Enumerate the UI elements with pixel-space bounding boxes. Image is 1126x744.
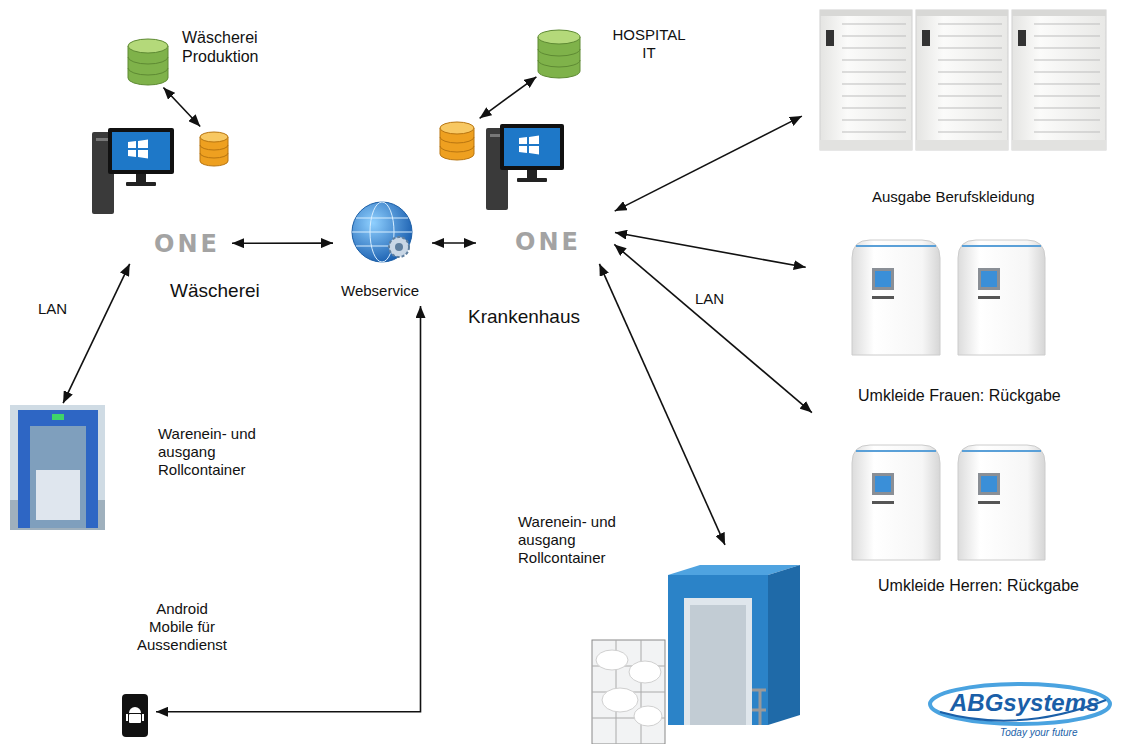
- connector-arrow: [615, 233, 806, 268]
- node-group: Warenein- und ausgang Rollcontainer: [10, 405, 105, 530]
- pc-icon: [486, 124, 564, 210]
- connector-arrow: [163, 88, 200, 127]
- globe-icon: [352, 202, 412, 262]
- database-icon: [128, 39, 168, 85]
- network-label: LAN: [695, 290, 724, 308]
- connector-arrow: [480, 77, 537, 119]
- gate-label: Warenein- und ausgang Rollcontainer: [518, 513, 640, 567]
- database-icon: [538, 30, 580, 78]
- service-label: Webservice: [341, 282, 419, 300]
- return-unit-illustration: [852, 240, 1045, 355]
- rfid-gate-illustration: [668, 565, 800, 725]
- node-group: ONEKrankenhaus: [478, 112, 612, 262]
- node-group: HOSPITAL IT: [538, 30, 580, 78]
- database-icon: [440, 122, 474, 160]
- one-logo: ONE: [515, 228, 581, 257]
- mobile-label: Android Mobile für Aussendienst: [134, 600, 230, 654]
- rollcontainer-photo: [592, 640, 665, 744]
- cabinet-illustration: [820, 10, 1106, 150]
- node-group: Warenein- und ausgang Rollcontainer: [668, 565, 800, 725]
- network-label: LAN: [38, 300, 67, 318]
- device-label: Umkleide Herren: Rückgabe: [878, 576, 1079, 595]
- node-group: Webservice: [335, 198, 430, 304]
- node-group: Umkleide Frauen: Rückgabe: [850, 240, 1048, 358]
- connector-arrow: [614, 244, 812, 412]
- db-label: Wäscherei Produktion: [182, 28, 277, 66]
- node-group: Android Mobile für Aussendienst: [120, 692, 150, 738]
- connector-arrow: [432, 242, 476, 244]
- gate-label: Warenein- und ausgang Rollcontainer: [158, 425, 280, 479]
- database-icon: [200, 132, 228, 166]
- connector-arrow: [615, 116, 802, 211]
- site-label: Krankenhaus: [468, 306, 580, 329]
- connector-arrow: [63, 264, 130, 403]
- logo-tagline: Today your future: [1000, 727, 1077, 739]
- node-group: ONEWäscherei: [88, 128, 230, 262]
- return-unit-illustration: [852, 445, 1045, 560]
- node-group: Umkleide Herren: Rückgabe: [850, 445, 1048, 563]
- rfid-gate-photo: [10, 405, 105, 530]
- device-label: Umkleide Frauen: Rückgabe: [858, 386, 1061, 405]
- logo-swoosh: [930, 684, 1110, 724]
- one-logo: ONE: [154, 230, 220, 259]
- logo-text: ABGsystems: [950, 689, 1099, 718]
- android-phone-icon: [122, 694, 148, 737]
- connector-arrow: [599, 264, 725, 545]
- pc-icon: [92, 128, 174, 214]
- connector-arrow: [232, 242, 333, 244]
- node-group: Ausgabe Berufskleidung: [818, 10, 1110, 152]
- db-label: HOSPITAL IT: [608, 26, 690, 62]
- site-label: Wäscherei: [170, 280, 260, 303]
- node-group: Wäscherei Produktion: [128, 38, 168, 86]
- device-label: Ausgabe Berufskleidung: [872, 188, 1035, 206]
